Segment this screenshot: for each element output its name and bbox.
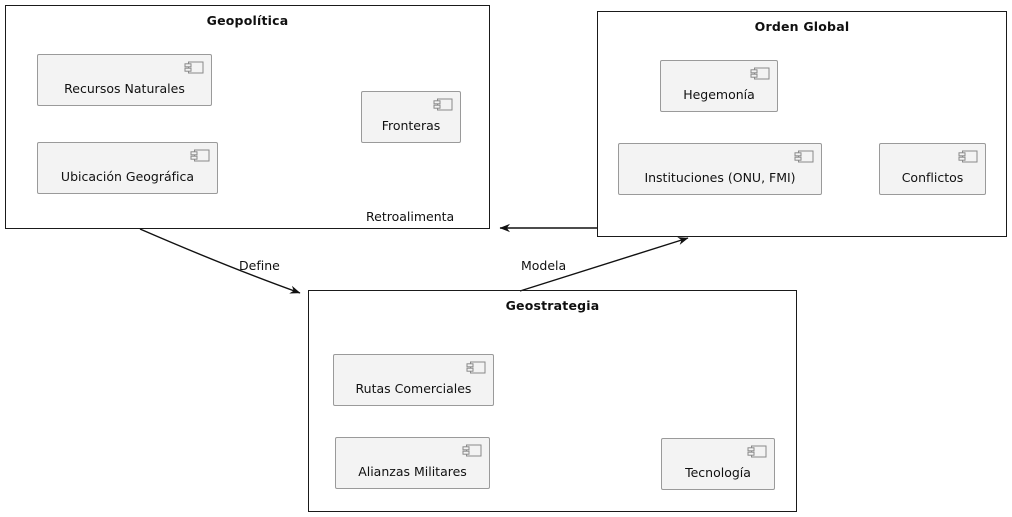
component-label: Conflictos	[901, 170, 964, 185]
uml-component-icon	[958, 150, 978, 163]
component-conflictos[interactable]: Conflictos	[879, 143, 986, 195]
component-label: Rutas Comerciales	[355, 381, 472, 396]
uml-component-icon	[462, 444, 482, 457]
uml-component-icon	[433, 98, 453, 111]
component-label: Alianzas Militares	[358, 464, 467, 479]
component-label: Recursos Naturales	[64, 81, 185, 96]
component-label: Instituciones (ONU, FMI)	[644, 170, 796, 185]
package-title-orden-global: Orden Global	[754, 19, 850, 34]
connector-label-retroalimenta: Retroalimenta	[366, 209, 455, 224]
uml-component-icon	[750, 67, 770, 80]
package-geostrategia[interactable]: Geostrategia Rutas Comerciales Alianzas …	[308, 290, 797, 512]
connector-label-define: Define	[239, 258, 280, 273]
component-instituciones[interactable]: Instituciones (ONU, FMI)	[618, 143, 822, 195]
package-title-geopolitica: Geopolítica	[206, 13, 289, 28]
component-hegemonia[interactable]: Hegemonía	[660, 60, 778, 112]
uml-component-icon	[466, 361, 486, 374]
package-orden-global[interactable]: Orden Global Hegemonía Instituciones (ON…	[597, 11, 1007, 237]
component-rutas-comerciales[interactable]: Rutas Comerciales	[333, 354, 494, 406]
package-geopolitica[interactable]: Geopolítica Recursos Naturales Ubicación…	[5, 5, 490, 229]
uml-component-icon	[794, 150, 814, 163]
component-label: Hegemonía	[683, 87, 755, 102]
component-ubicacion-geografica[interactable]: Ubicación Geográfica	[37, 142, 218, 194]
package-title-geostrategia: Geostrategia	[505, 298, 600, 313]
component-recursos-naturales[interactable]: Recursos Naturales	[37, 54, 212, 106]
uml-component-icon	[184, 61, 204, 74]
component-label: Ubicación Geográfica	[60, 169, 195, 184]
uml-component-icon	[190, 149, 210, 162]
component-alianzas-militares[interactable]: Alianzas Militares	[335, 437, 490, 489]
component-label: Fronteras	[381, 118, 441, 133]
component-label: Tecnología	[685, 465, 751, 480]
component-tecnologia[interactable]: Tecnología	[661, 438, 775, 490]
uml-component-icon	[747, 445, 767, 458]
component-fronteras[interactable]: Fronteras	[361, 91, 461, 143]
connector-label-modela: Modela	[521, 258, 567, 273]
